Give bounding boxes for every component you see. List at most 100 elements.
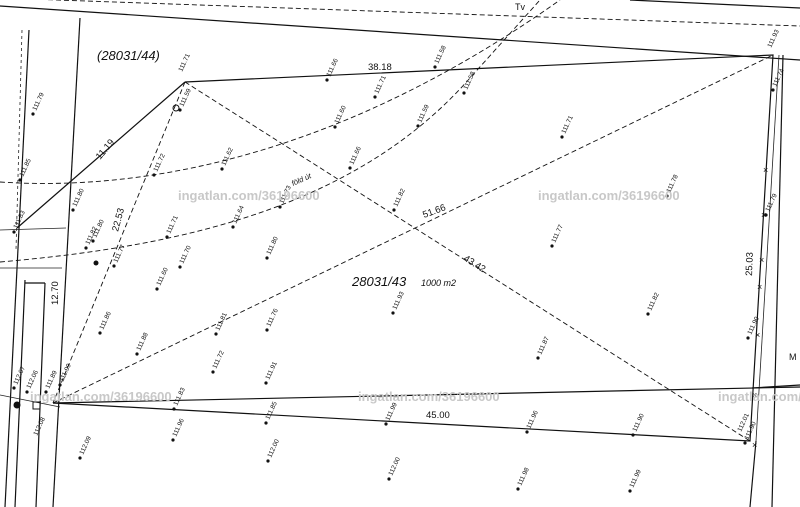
spot-elevation-label: 111.85: [18, 157, 33, 177]
spot-elevation-label: 111.80: [71, 187, 86, 207]
spot-elevation-label: 111.70: [178, 244, 193, 264]
spot-elevation-label: 111.82: [646, 291, 661, 311]
spot-elevation-label: 112.00: [387, 456, 402, 477]
spot-elevation-point: [333, 125, 337, 129]
spot-elevation-label: 111.72: [152, 152, 167, 172]
corner-elevation-label: 111.93: [766, 28, 781, 48]
spot-elevation-label: 111.86: [98, 310, 113, 330]
spot-elevation-label: 111.74: [771, 67, 786, 87]
spot-elevation-point: [84, 246, 88, 250]
spot-elevation-point: [58, 383, 62, 387]
parcel-area-label: 1000 m2: [421, 278, 456, 288]
svg-text:×: ×: [761, 210, 766, 220]
spot-elevation-point: [416, 124, 420, 128]
watermark: ingatlan.com/36196600: [178, 188, 320, 203]
svg-text:×: ×: [759, 255, 764, 265]
spot-elevation-label: 111.59: [416, 103, 431, 123]
spot-elevation-label: 111.87: [536, 335, 551, 355]
spot-elevation-label: 111.80: [265, 235, 280, 255]
watermark: ingatlan.com/36196600: [538, 188, 680, 203]
corner-elevation-label: 112.08: [32, 416, 47, 437]
side-length-top: 38.18: [368, 62, 392, 73]
spot-elevation-label: 111.72: [211, 349, 226, 369]
spot-elevation-point: [373, 95, 377, 99]
spot-elevation-label: 111.60: [333, 104, 348, 124]
spot-elevation-label: 111.76: [265, 307, 280, 327]
spot-elevation-point: [18, 178, 22, 182]
spot-elevation-label: 111.79: [31, 91, 46, 111]
spot-elevation-point: [264, 381, 268, 385]
side-length-west-diag: 22.53: [110, 207, 127, 233]
spot-elevation-label: 111.99: [384, 401, 399, 421]
spot-elevation-point: [628, 489, 632, 493]
parcel-boundary: [16, 54, 800, 507]
spot-elevation-point: [71, 208, 75, 212]
spot-elevation-label: 111.64: [231, 204, 246, 224]
spot-elevation-point: [91, 239, 95, 243]
spot-elevation-label: 111.85: [264, 400, 279, 420]
spot-elevation-point: [266, 459, 270, 463]
side-length-west: 12.70: [50, 281, 61, 305]
diagonal-length-a: 51.66: [421, 202, 447, 220]
spot-elevation-point: [152, 173, 156, 177]
spot-elevation-label: 111.71: [373, 74, 388, 94]
watermark: ingatlan.com/36196600: [358, 389, 500, 404]
svg-text:×: ×: [752, 390, 757, 400]
spot-elevation-label: 111.62: [220, 146, 235, 166]
spot-elevation-label: 112.07: [12, 365, 27, 386]
spot-elevation-point: [391, 311, 395, 315]
spot-elevation-point: [516, 487, 520, 491]
spot-elevation-point: [550, 244, 554, 248]
spot-elevation-point: [214, 332, 218, 336]
spot-elevation-label: 112.09: [78, 435, 93, 456]
spot-elevation-point: [211, 370, 215, 374]
spot-elevation-point: [44, 390, 48, 394]
spot-elevation-label: 112.00: [266, 438, 281, 459]
spot-elevation-point: [462, 91, 466, 95]
spot-elevation-point: [12, 230, 16, 234]
spot-elevation-point: [771, 88, 775, 92]
spot-elevation-point: [264, 421, 268, 425]
spot-elevation-label: 111.96: [525, 409, 540, 429]
parcel-number-label: 28031/43: [351, 274, 407, 289]
spot-elevation-label: 111.59: [178, 87, 193, 107]
spot-elevation-label: 111.58: [462, 70, 477, 90]
spot-elevation-label: 112.06: [25, 369, 40, 390]
spot-elevation-point: [384, 422, 388, 426]
spot-elevation-label: 111.77: [550, 223, 565, 243]
svg-text:×: ×: [752, 440, 757, 450]
spot-elevation-point: [525, 430, 529, 434]
utility-symbols: [13, 104, 180, 410]
diagonal-length-b: 43.42: [461, 253, 487, 275]
spot-elevation-point: [392, 208, 396, 212]
side-length-east: 25.03: [744, 252, 756, 276]
spot-elevation-point: [165, 235, 169, 239]
spot-elevation-point: [155, 287, 159, 291]
spot-elevation-point: [665, 194, 669, 198]
spot-elevation-label: 111.98: [516, 466, 531, 486]
spot-elevation-label: 111.89: [44, 369, 59, 389]
neighbor-parcel-label: (28031/44): [97, 48, 160, 63]
spot-elevation-label: 111.60: [155, 266, 170, 286]
spot-elevation-label: 111.82: [392, 187, 407, 207]
side-length-nw: 11.19: [94, 137, 117, 162]
spot-elevation-point: [325, 78, 329, 82]
spot-elevation-point: [178, 108, 182, 112]
spot-elevation-point: [178, 265, 182, 269]
spot-elevation-label: 111.66: [348, 145, 363, 165]
tv-annotation: Tv: [515, 2, 525, 12]
spot-elevation-label: 111.81: [214, 311, 229, 331]
road-annotation: föld út: [290, 171, 313, 188]
spot-elevation-label: 111.71: [165, 214, 180, 234]
measurement-lines: [0, 0, 774, 442]
spot-elevation-point: [112, 264, 116, 268]
spot-elevation-point: [560, 135, 564, 139]
corner-elevation-label: 111.71: [177, 52, 192, 72]
spot-elevation-point: [631, 433, 635, 437]
watermarks: ingatlan.com/36196600 ingatlan.com/36196…: [30, 188, 800, 404]
spot-elevation-point: [78, 456, 82, 460]
spot-elevation-point: [12, 386, 16, 390]
spot-elevation-point: [220, 167, 224, 171]
spot-elevation-label: 111.79: [764, 192, 779, 212]
